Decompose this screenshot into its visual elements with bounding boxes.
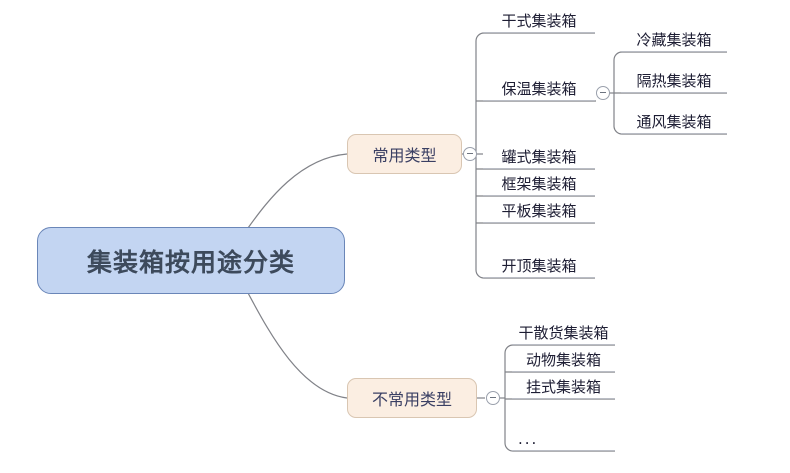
branch-node-uncommon-label: 不常用类型 bbox=[371, 390, 452, 409]
leaf-node-insulated-label: 保温集装箱 bbox=[501, 80, 577, 98]
leaf-node-livestock-label: 动物集装箱 bbox=[525, 351, 601, 369]
leaf-node-reefer[interactable]: 冷藏集装箱 bbox=[621, 31, 727, 52]
edge-common-leaf-1 bbox=[475, 32, 595, 42]
leaf-node-more-label: ... bbox=[518, 430, 539, 448]
leaf-node-tank-label: 罐式集装箱 bbox=[501, 148, 577, 166]
root-node-label: 集装箱按用途分类 bbox=[86, 247, 295, 277]
leaf-node-flatbed[interactable]: 平板集装箱 bbox=[483, 202, 595, 223]
leaf-node-opentop-label: 开顶集装箱 bbox=[501, 257, 577, 275]
leaf-node-tank[interactable]: 罐式集装箱 bbox=[483, 148, 595, 169]
minus-circle-icon-common[interactable] bbox=[463, 147, 477, 161]
leaf-node-thermal[interactable]: 隔热集装箱 bbox=[621, 72, 727, 93]
branch-node-common[interactable]: 常用类型 bbox=[347, 134, 462, 174]
leaf-node-bulk[interactable]: 干散货集装箱 bbox=[512, 324, 615, 345]
branch-node-common-label: 常用类型 bbox=[372, 146, 437, 165]
leaf-node-flatbed-label: 平板集装箱 bbox=[501, 202, 577, 220]
leaf-node-dry-label: 干式集装箱 bbox=[501, 12, 577, 30]
leaf-node-opentop[interactable]: 开顶集装箱 bbox=[483, 257, 595, 278]
minus-circle-icon-uncommon[interactable] bbox=[486, 391, 500, 405]
edge-root-to-common bbox=[247, 153, 348, 229]
leaf-node-livestock[interactable]: 动物集装箱 bbox=[512, 351, 615, 372]
leaf-node-more[interactable]: ... bbox=[512, 430, 615, 451]
leaf-node-bulk-label: 干散货集装箱 bbox=[518, 324, 609, 342]
leaf-node-ventilated[interactable]: 通风集装箱 bbox=[621, 113, 727, 134]
root-node[interactable]: 集装箱按用途分类 bbox=[37, 227, 345, 294]
edge-root-to-uncommon bbox=[247, 292, 348, 399]
leaf-node-reefer-label: 冷藏集装箱 bbox=[636, 31, 712, 49]
leaf-node-dry[interactable]: 干式集装箱 bbox=[483, 12, 595, 33]
minus-circle-icon-insulated[interactable] bbox=[596, 86, 610, 100]
leaf-node-garment-label: 挂式集装箱 bbox=[525, 378, 601, 396]
leaf-node-ventilated-label: 通风集装箱 bbox=[636, 113, 712, 131]
leaf-node-insulated[interactable]: 保温集装箱 bbox=[483, 80, 595, 101]
leaf-node-garment[interactable]: 挂式集装箱 bbox=[512, 378, 615, 399]
leaf-node-frame-label: 框架集装箱 bbox=[501, 175, 577, 193]
branch-node-uncommon[interactable]: 不常用类型 bbox=[347, 378, 477, 418]
leaf-node-thermal-label: 隔热集装箱 bbox=[636, 72, 712, 90]
leaf-node-frame[interactable]: 框架集装箱 bbox=[483, 175, 595, 196]
edge-insulated-leaf-1 bbox=[613, 51, 727, 61]
